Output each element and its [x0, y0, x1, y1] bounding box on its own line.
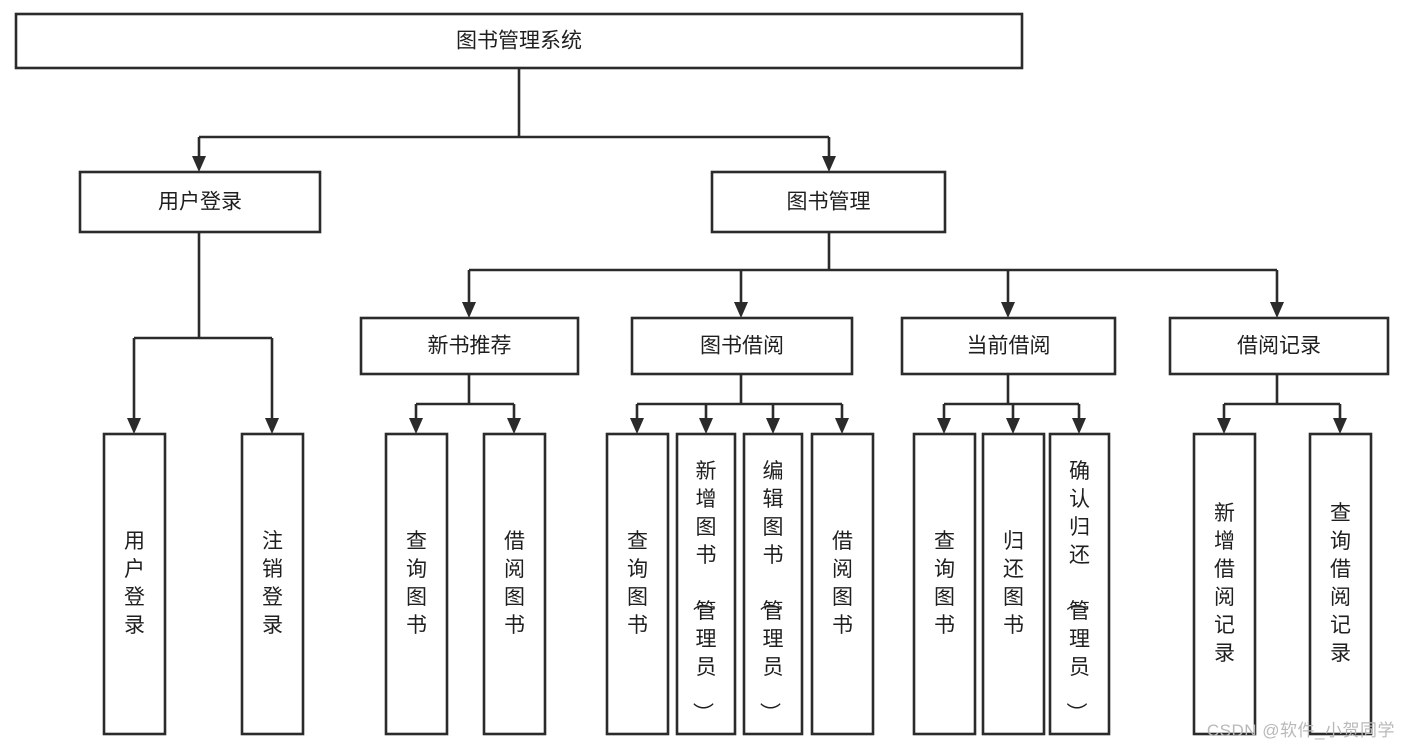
arrowhead-icon — [1217, 418, 1231, 434]
arrowhead-icon — [265, 418, 279, 434]
connector-line — [467, 232, 1279, 306]
node-box[interactable] — [675, 432, 737, 736]
edge-login-bus — [127, 232, 279, 434]
node-box[interactable] — [900, 316, 1117, 376]
node-leaf-records-add[interactable]: 新增借阅记录 — [1192, 432, 1257, 736]
node-leaf-newbook-query[interactable]: 查询图书 — [384, 432, 449, 736]
arrowhead-icon — [630, 418, 644, 434]
node-label: 用户登录 — [124, 530, 145, 637]
edge-newbook-bus — [409, 374, 521, 434]
node-box[interactable] — [810, 432, 875, 736]
node-label: 查询借阅记录 — [1330, 502, 1351, 665]
node-label: 图书管理系统 — [456, 30, 582, 53]
node-leaf-current-return[interactable]: 归还图书 — [981, 432, 1046, 736]
node-box[interactable] — [710, 170, 947, 234]
node-box[interactable] — [742, 432, 804, 736]
node-login[interactable]: 用户登录 — [78, 170, 322, 234]
node-label: 借阅图书 — [832, 530, 853, 637]
connector-line — [132, 232, 274, 422]
node-bookmgmt[interactable]: 图书管理 — [710, 170, 947, 234]
node-label: 当前借阅 — [967, 335, 1051, 358]
node-label: 借阅记录 — [1237, 335, 1321, 358]
node-leaf-current-query[interactable]: 查询图书 — [912, 432, 977, 736]
node-label: 确认归还（管理员） — [1064, 460, 1090, 723]
node-box[interactable] — [384, 432, 449, 736]
arrowhead-icon — [1333, 418, 1347, 434]
node-label: 注销登录 — [262, 530, 283, 637]
node-label: 归还图书 — [1003, 530, 1024, 637]
node-newbook[interactable]: 新书推荐 — [359, 316, 580, 376]
node-label: 借阅图书 — [504, 530, 525, 637]
node-box[interactable] — [605, 432, 670, 736]
node-label: 用户登录 — [158, 191, 242, 214]
arrowhead-icon — [835, 418, 849, 434]
arrowhead-icon — [1006, 418, 1020, 434]
node-box[interactable] — [981, 432, 1046, 736]
arrowhead-icon — [1270, 302, 1284, 318]
connector-line — [1222, 374, 1342, 422]
node-leaf-current-confirm[interactable]: 确认归还（管理员） — [1048, 432, 1111, 736]
node-label: 新增借阅记录 — [1214, 502, 1235, 665]
arrowhead-icon — [1001, 302, 1015, 318]
arrowhead-icon — [1072, 418, 1086, 434]
node-box[interactable] — [630, 316, 854, 376]
arrowhead-icon — [192, 156, 206, 172]
node-box[interactable] — [102, 432, 167, 736]
node-leaf-user-logout[interactable]: 注销登录 — [240, 432, 305, 736]
arrowhead-icon — [409, 418, 423, 434]
node-label: 新增图书（管理员） — [691, 460, 717, 723]
edge-records-bus — [1217, 374, 1347, 434]
node-leaf-borrow-query[interactable]: 查询图书 — [605, 432, 670, 736]
node-label: 图书管理 — [787, 191, 871, 214]
node-box[interactable] — [240, 432, 305, 736]
node-records[interactable]: 借阅记录 — [1168, 316, 1390, 376]
arrowhead-icon — [699, 418, 713, 434]
edge-bookmgmt-bus — [462, 232, 1284, 318]
nodes-layer: 图书管理系统用户登录图书管理新书推荐图书借阅当前借阅借阅记录用户登录注销登录查询… — [14, 12, 1390, 736]
node-current[interactable]: 当前借阅 — [900, 316, 1117, 376]
edge-root-bus — [192, 68, 836, 172]
node-box[interactable] — [1168, 316, 1390, 376]
node-label: 查询图书 — [934, 530, 955, 637]
node-leaf-records-query[interactable]: 查询借阅记录 — [1308, 432, 1373, 736]
node-label: 查询图书 — [406, 530, 427, 637]
arrowhead-icon — [937, 418, 951, 434]
node-root[interactable]: 图书管理系统 — [14, 12, 1024, 70]
node-box[interactable] — [1192, 432, 1257, 736]
arrowhead-icon — [766, 418, 780, 434]
node-box[interactable] — [359, 316, 580, 376]
arrowhead-icon — [462, 302, 476, 318]
node-leaf-borrow-lend[interactable]: 借阅图书 — [810, 432, 875, 736]
node-box[interactable] — [482, 432, 547, 736]
node-leaf-newbook-borrow[interactable]: 借阅图书 — [482, 432, 547, 736]
node-leaf-borrow-edit[interactable]: 编辑图书（管理员） — [742, 432, 804, 736]
arrowhead-icon — [127, 418, 141, 434]
node-box[interactable] — [1048, 432, 1111, 736]
node-label: 新书推荐 — [428, 335, 512, 358]
node-label: 图书借阅 — [700, 335, 784, 358]
node-box[interactable] — [78, 170, 322, 234]
node-leaf-user-login[interactable]: 用户登录 — [102, 432, 167, 736]
node-borrow[interactable]: 图书借阅 — [630, 316, 854, 376]
edge-borrow-bus — [630, 374, 849, 434]
connector-line — [635, 374, 844, 422]
arrowhead-icon — [734, 302, 748, 318]
edges-layer — [127, 68, 1347, 434]
node-box[interactable] — [14, 12, 1024, 70]
node-label: 查询图书 — [627, 530, 648, 637]
arrowhead-icon — [822, 156, 836, 172]
connector-line — [942, 374, 1081, 422]
edge-current-bus — [937, 374, 1086, 434]
arrowhead-icon — [507, 418, 521, 434]
connector-line — [414, 374, 516, 422]
node-label: 编辑图书（管理员） — [758, 460, 784, 723]
node-box[interactable] — [1308, 432, 1373, 736]
node-box[interactable] — [912, 432, 977, 736]
connector-line — [197, 68, 831, 160]
node-leaf-borrow-add[interactable]: 新增图书（管理员） — [675, 432, 737, 736]
